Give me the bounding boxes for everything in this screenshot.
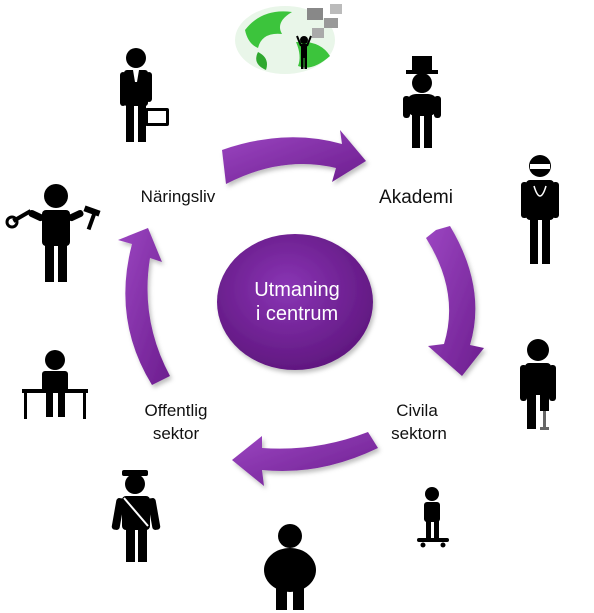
label-offentlig-line1: Offentlig (144, 401, 207, 420)
label-civila-line2: sektorn (391, 424, 447, 443)
prosthetic-leg-man-icon (520, 339, 556, 430)
label-naringsliv: Näringsliv (141, 187, 216, 206)
police-officer-icon (111, 470, 161, 562)
center-label-line1: Utmaning (254, 279, 340, 301)
globe-protester-icon (235, 4, 342, 74)
label-civila-line1: Civila (396, 401, 438, 420)
label-offentlig-line2: sektor (153, 424, 200, 443)
center-node: Utmaning i centrum (217, 234, 373, 370)
top-hat-man-icon (403, 56, 441, 148)
center-label-line2: i centrum (256, 303, 338, 325)
desk-worker-icon (22, 350, 88, 419)
arrow-bottom (232, 432, 378, 486)
businessman-icon (120, 48, 169, 142)
skateboarder-icon (417, 487, 449, 548)
arrow-left (118, 228, 170, 385)
label-akademi: Akademi (379, 187, 453, 208)
arrow-top (222, 130, 366, 184)
surgeon-icon (521, 155, 559, 264)
cycle-arrows (118, 130, 484, 486)
tool-worker-icon (5, 184, 101, 282)
overweight-person-icon (264, 524, 316, 610)
arrow-right (426, 226, 484, 376)
